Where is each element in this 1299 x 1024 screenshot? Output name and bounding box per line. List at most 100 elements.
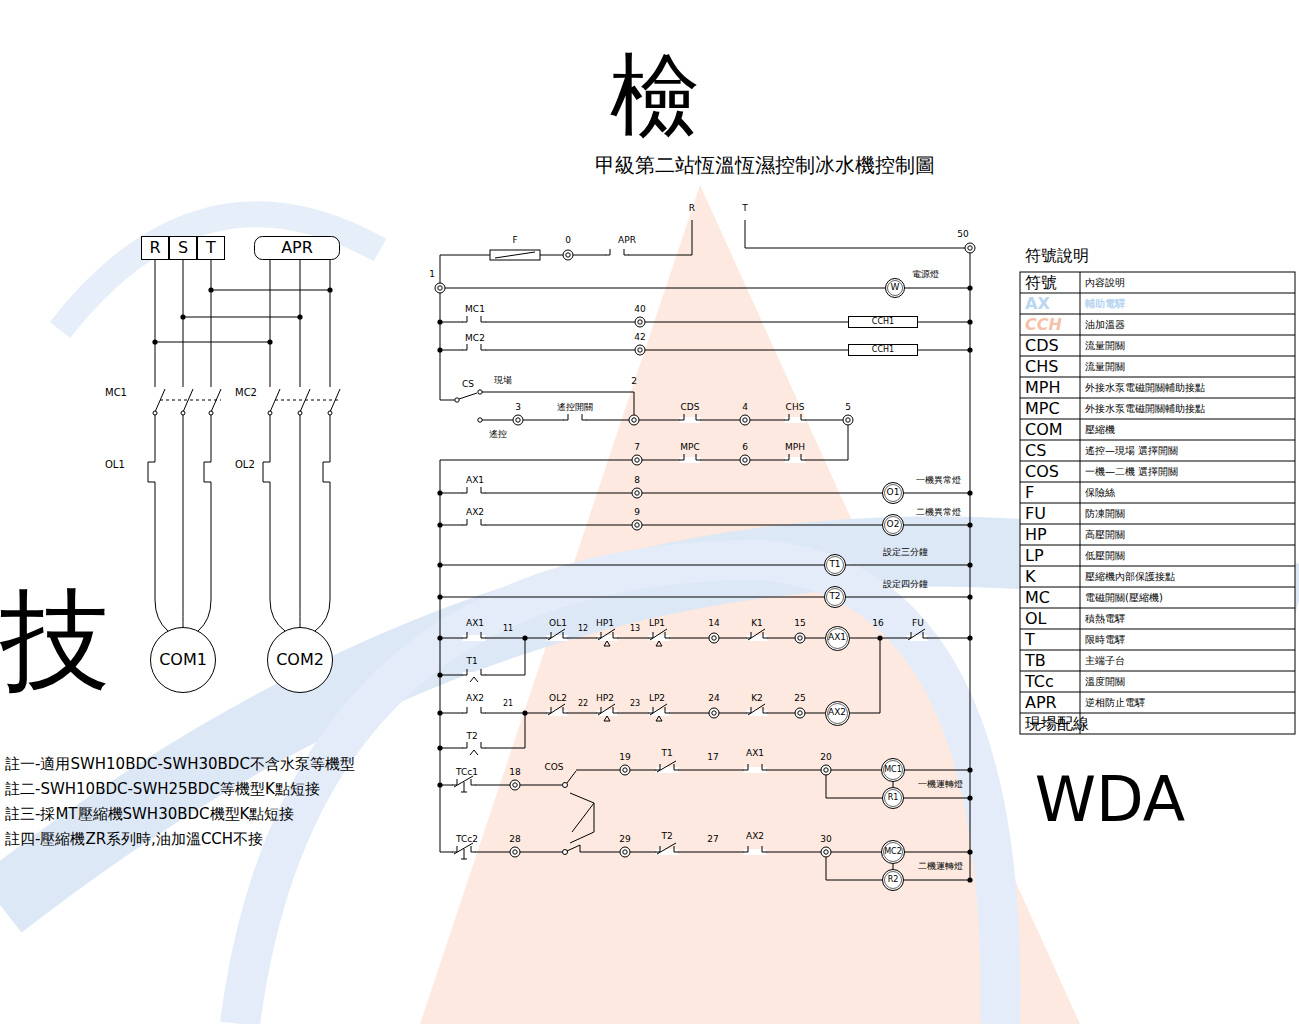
table-cell: TB — [1025, 651, 1046, 669]
table-cell: 保險絲 — [1085, 487, 1115, 499]
junction-dot — [967, 849, 972, 854]
node-outline — [884, 843, 903, 862]
contact-symbol — [650, 629, 667, 640]
component-label: AX2 — [466, 693, 484, 703]
terminal — [510, 780, 520, 790]
contact-symbol — [655, 846, 660, 852]
table-cell: F — [1025, 483, 1034, 501]
table-grid — [1020, 398, 1295, 399]
table-cell: FU — [1025, 504, 1046, 522]
node-text: MC1 — [884, 766, 902, 775]
contact-symbol — [481, 707, 486, 713]
terminal-number: 3 — [515, 402, 521, 412]
junction-dot — [967, 877, 972, 882]
table-grid — [1020, 608, 1295, 609]
contact-symbol — [665, 707, 670, 713]
terminal-number: 20 — [820, 752, 831, 762]
table-grid — [1020, 692, 1295, 693]
wire — [580, 852, 970, 853]
motor-lead — [155, 600, 168, 631]
contact-symbol — [648, 707, 653, 713]
contact-symbol — [462, 519, 467, 525]
junction-dot — [437, 562, 442, 567]
contact-symbol — [696, 414, 701, 420]
junction-dot — [967, 490, 972, 495]
table-grid — [1020, 671, 1295, 672]
node-outline — [885, 517, 902, 534]
junction-dot — [522, 710, 527, 715]
table-cell: 壓縮機內部保護接點 — [1085, 571, 1175, 583]
contactor-pole — [328, 411, 332, 415]
power-label: OL1 — [105, 459, 125, 471]
contact-symbol — [801, 414, 806, 420]
node-text: COM1 — [159, 651, 207, 669]
heater-box: CCH1 — [848, 316, 918, 328]
cos-switch — [567, 845, 580, 852]
motor-lead — [315, 600, 330, 631]
terminal — [635, 491, 639, 495]
terminal — [435, 283, 445, 293]
node-outline — [825, 587, 846, 608]
component-label: TCc1 — [456, 767, 478, 777]
contact-symbol — [655, 764, 660, 770]
node-text: COM2 — [276, 651, 324, 669]
table-cell: T — [1025, 630, 1035, 648]
contact-symbol — [471, 846, 476, 852]
junction-dot — [967, 635, 972, 640]
node-text: T2 — [829, 592, 840, 602]
temp-symbol — [464, 782, 465, 792]
node-text: W — [891, 283, 900, 293]
node-outline — [827, 628, 847, 648]
wire — [440, 638, 525, 675]
table-grid — [1020, 629, 1295, 630]
terminal — [632, 418, 636, 422]
table-grid — [1020, 545, 1295, 546]
contact-symbol — [462, 344, 467, 350]
table-grid — [1020, 503, 1295, 504]
terminal — [510, 847, 520, 857]
relay-coil: AX2 — [825, 701, 850, 726]
heater-box: CCH1 — [848, 344, 918, 356]
wire — [270, 260, 271, 387]
phase-terminal: T — [197, 236, 225, 260]
contact-symbol — [674, 846, 679, 852]
timer-coil: T2 — [824, 586, 846, 608]
wire — [183, 260, 184, 387]
terminal — [743, 458, 747, 462]
terminal-number: 6 — [742, 442, 748, 452]
wire — [480, 392, 634, 420]
table-cell: K — [1025, 567, 1036, 585]
watermark-arc — [240, 560, 1000, 1024]
component-label: CS — [462, 379, 474, 389]
contact-symbol — [452, 779, 457, 785]
terminal — [438, 286, 442, 290]
junction-dot — [180, 314, 185, 319]
pressure-symbol — [656, 716, 662, 721]
component-label: 符號說明 — [1025, 247, 1089, 265]
contact-symbol — [763, 707, 768, 713]
terminal — [513, 850, 517, 854]
node-outline — [886, 279, 905, 298]
contact-symbol — [481, 632, 486, 638]
selector-switch — [455, 398, 459, 402]
terminal-number: 11 — [503, 624, 513, 633]
node-outline — [882, 841, 905, 864]
terminal — [638, 348, 642, 352]
node-outline — [885, 790, 902, 807]
wire — [440, 638, 880, 713]
table-cell: 外接水泵電磁開關輔助接點 — [1085, 382, 1205, 394]
component-label: APR — [618, 235, 636, 245]
selector-switch — [459, 393, 477, 399]
component-label: T2 — [661, 831, 672, 841]
wire-connector — [893, 864, 894, 869]
node-text: R2 — [888, 876, 899, 885]
component-label: 遙控 — [489, 429, 507, 439]
component-label: MPC — [680, 442, 699, 452]
power-label: OL2 — [235, 459, 255, 471]
node-text: T — [206, 239, 216, 257]
table-cell: 電磁開關(壓縮機) — [1085, 592, 1163, 604]
terminal-number: 23 — [630, 699, 640, 708]
terminal — [632, 488, 642, 498]
component-label: T1 — [466, 656, 477, 666]
table-cell: 一機—二機 選擇開關 — [1085, 466, 1178, 478]
